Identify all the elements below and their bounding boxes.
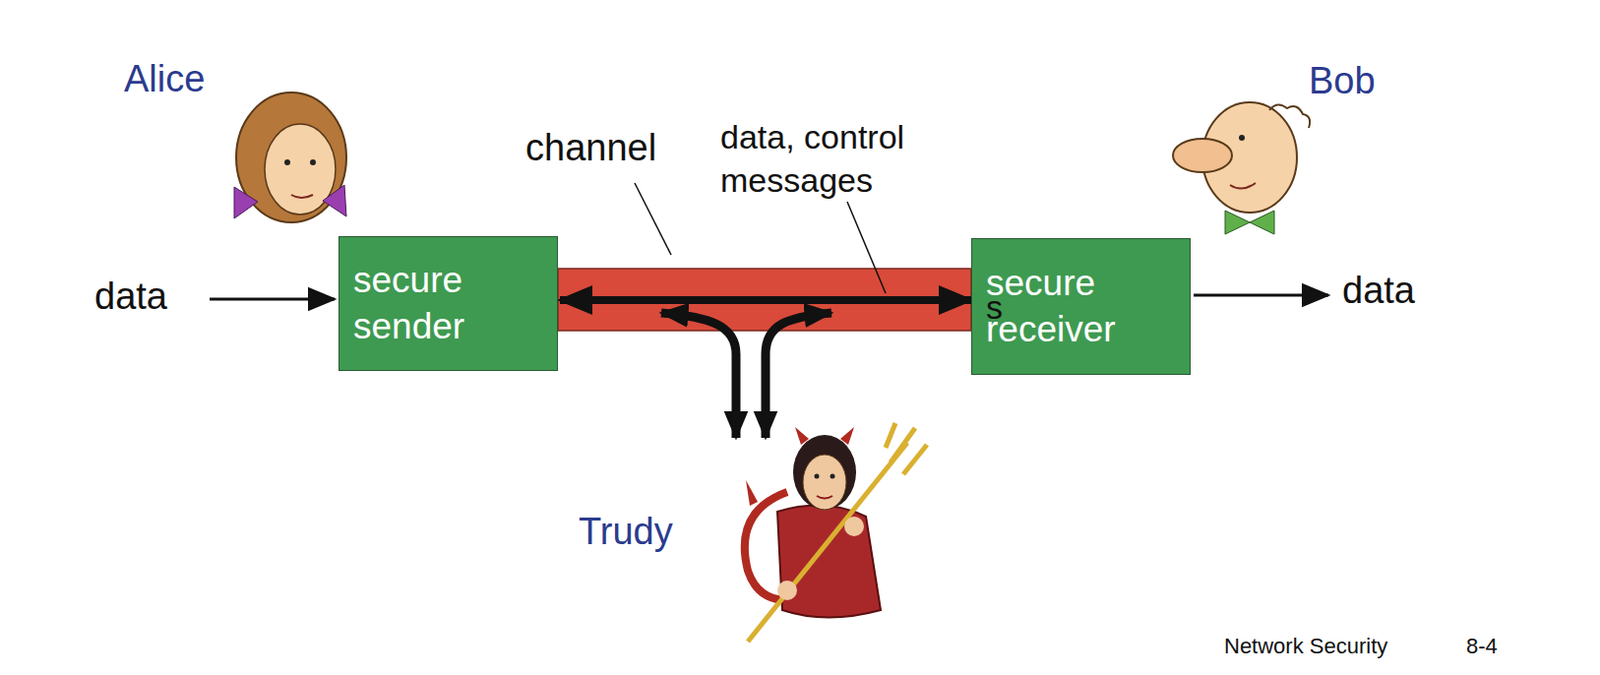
trudy-figure: [744, 423, 927, 642]
process-box: secure sender: [338, 236, 558, 371]
process-box: secure receiver: [971, 238, 1191, 375]
channel-band: [557, 268, 972, 331]
alice-figure: [234, 92, 347, 223]
intercept-arrow: [661, 312, 737, 438]
message-arrow: [559, 296, 972, 305]
leader-line: [634, 183, 672, 255]
channel-label: channel: [525, 127, 657, 170]
data-label: data: [94, 276, 168, 318]
person-name: Bob: [1308, 61, 1376, 103]
intercept-arrow: [765, 312, 832, 438]
leader-line: [847, 201, 886, 294]
message-label: data, control messages: [720, 115, 957, 202]
data-label: data: [1342, 270, 1416, 312]
person-name: Trudy: [578, 511, 674, 554]
page-number: 8-4: [1466, 634, 1498, 659]
footer-text: Network Security: [1224, 634, 1388, 659]
data-arrow: [209, 298, 335, 302]
box-text: secure receiver: [985, 260, 1176, 353]
data-arrow: [1193, 294, 1329, 298]
box-text: secure sender: [353, 257, 544, 350]
person-name: Alice: [123, 59, 205, 101]
stray-letter: s: [985, 289, 1003, 326]
bob-figure: [1172, 102, 1310, 235]
